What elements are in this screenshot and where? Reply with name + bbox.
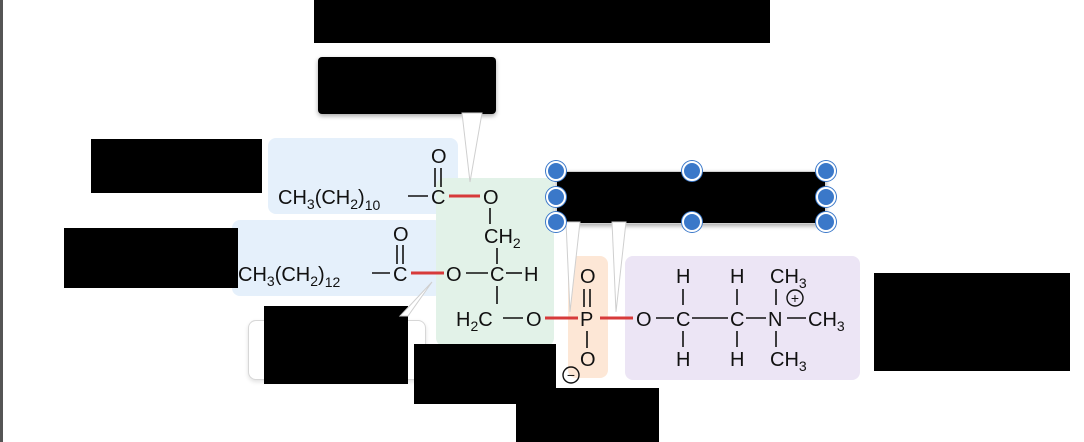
phosphate-p: P — [580, 309, 593, 331]
fatty-acid-1-region — [268, 138, 458, 214]
resize-handle-top-right[interactable] — [816, 161, 836, 181]
callout-pointer-bottom — [398, 281, 433, 317]
callout-pointer-phosphate-right — [611, 221, 627, 313]
redacted-label-fatty-acid-1 — [91, 139, 262, 193]
resize-handle-middle-left[interactable] — [546, 187, 566, 207]
negative-charge-sign: − — [567, 367, 575, 383]
chain2-ch3: CH3(CH2)12 — [238, 264, 340, 290]
callout-pointer-top — [461, 112, 483, 183]
resize-handle-bottom-middle[interactable] — [682, 212, 702, 232]
choline-h1-bottom: H — [676, 349, 690, 371]
glycerol-h-mid: H — [524, 264, 538, 286]
redacted-callout-ester-top — [318, 57, 496, 114]
redacted-title — [314, 0, 770, 43]
positive-charge-sign: + — [791, 290, 799, 306]
choline-h2-bottom: H — [730, 349, 744, 371]
glycerol-h2c: H2C — [456, 309, 493, 334]
glycerol-c-mid: C — [490, 264, 504, 286]
resize-handle-top-middle[interactable] — [682, 161, 702, 181]
glycerol-o-mid: O — [446, 264, 462, 286]
redacted-label-fatty-acid-2 — [64, 228, 238, 288]
glycerol-o-low: O — [526, 309, 542, 331]
glycerol-ch2: CH2 — [484, 226, 521, 251]
chain2-carbonyl-carbon: C — [393, 264, 407, 286]
phosphate-o-bottom: O — [580, 349, 596, 371]
chain1-ch3: CH3(CH2)10 — [278, 187, 380, 213]
choline-ch3-top: CH3 — [770, 266, 807, 291]
resize-handle-middle-right[interactable] — [816, 187, 836, 207]
window-left-border — [0, 0, 3, 442]
resize-handle-bottom-left[interactable] — [546, 212, 566, 232]
redacted-label-choline — [874, 273, 1070, 371]
choline-c1: C — [676, 309, 690, 331]
choline-ch3-bottom: CH3 — [770, 349, 807, 374]
choline-h1-top: H — [676, 266, 690, 288]
chain2-carbonyl-oxygen: O — [393, 224, 409, 246]
redacted-callout-ester-bottom — [264, 306, 408, 384]
redacted-label-phosphate — [516, 388, 659, 442]
callout-pointer-phosphate-left — [565, 221, 581, 313]
choline-o: O — [636, 309, 652, 331]
choline-h2-top: H — [730, 266, 744, 288]
resize-handle-top-left[interactable] — [546, 161, 566, 181]
chain1-carbonyl-oxygen: O — [431, 146, 447, 168]
negative-charge-icon — [562, 366, 580, 384]
chain1-carbonyl-carbon: C — [431, 187, 445, 209]
glycerol-region — [436, 178, 554, 346]
glycerol-o-top: O — [483, 187, 499, 209]
choline-c2: C — [730, 309, 744, 331]
phosphate-o-top: O — [580, 266, 596, 288]
choline-n: N — [768, 309, 782, 331]
resize-handle-bottom-right[interactable] — [816, 212, 836, 232]
choline-ch3-right: CH3 — [808, 309, 845, 334]
fatty-acid-2-region — [232, 220, 442, 296]
positive-charge-icon — [786, 289, 804, 307]
